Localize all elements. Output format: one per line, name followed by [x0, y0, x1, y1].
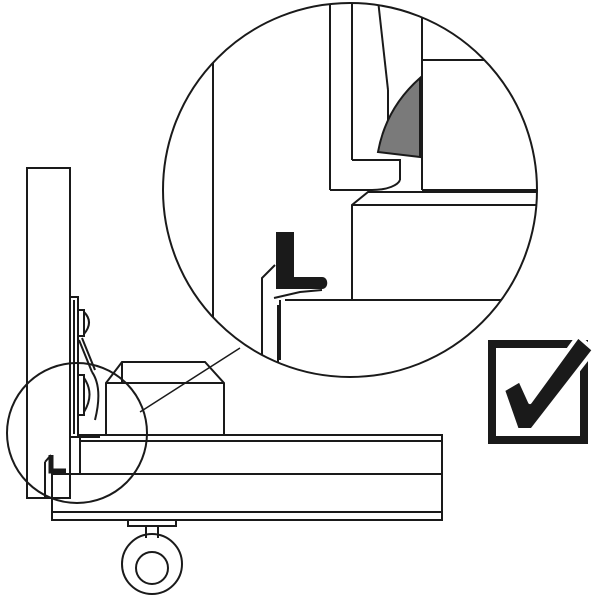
zoom-circle	[162, 2, 538, 378]
housing-block	[105, 361, 225, 435]
seal-profile-small	[44, 454, 66, 497]
seal-profile-zoomed	[276, 232, 328, 289]
leader-line	[139, 347, 241, 413]
horizontal-beam	[51, 434, 443, 521]
wall-panel	[26, 167, 71, 499]
checkmark-in-box-icon	[488, 334, 596, 444]
magnified-detail	[212, 3, 537, 377]
grey-wedge	[376, 75, 421, 159]
hinge-bracket	[69, 296, 100, 438]
lifting-eye-icon	[121, 520, 183, 595]
detail-callout-circle	[6, 362, 148, 504]
